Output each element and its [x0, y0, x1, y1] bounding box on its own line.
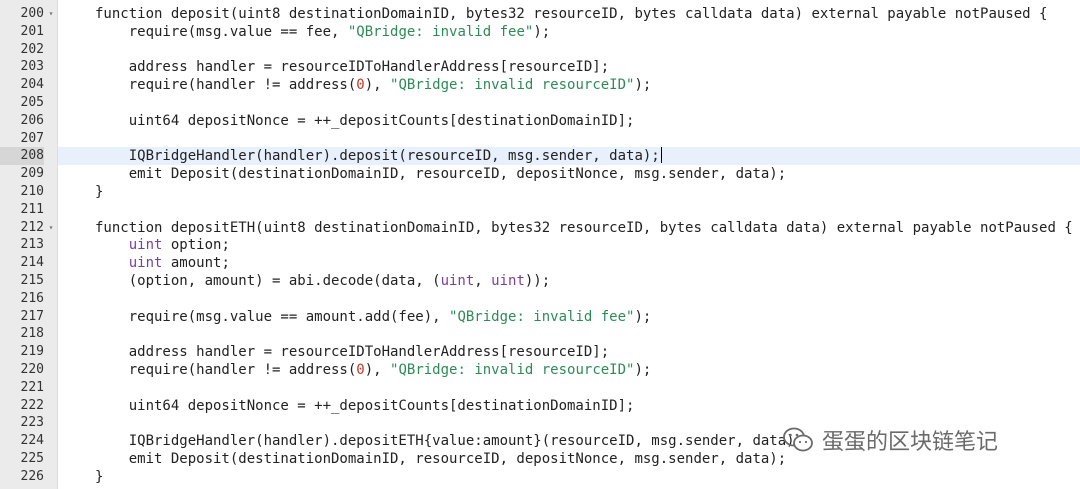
line-number: 205 — [20, 95, 44, 110]
code-line[interactable]: 218 — [0, 325, 1080, 343]
code-text: uint amount; — [128, 255, 230, 272]
code-line[interactable]: 223 — [0, 414, 1080, 432]
line-number: 211 — [20, 201, 44, 217]
line-number: 209 — [20, 166, 44, 182]
code-line[interactable]: 206 uint64 depositNonce = ++_depositCoun… — [0, 112, 1080, 130]
line-number: 201 — [20, 23, 44, 39]
code-line[interactable]: 224 IQBridgeHandler(handler).depositETH{… — [0, 432, 1080, 450]
code-line[interactable]: 221 — [0, 379, 1080, 397]
code-text: } — [95, 184, 104, 200]
code-text — [58, 379, 1080, 397]
code-text: uint option; — [128, 237, 230, 254]
code-text: require(handler != address(0), "QBridge:… — [95, 77, 652, 94]
line-number: 221 — [20, 379, 44, 395]
line-number: 202 — [20, 41, 44, 57]
code-line[interactable]: 212 ▾ function depositETH(uint8 destinatio… — [0, 219, 1080, 237]
code-text — [58, 201, 1080, 219]
code-text: } — [95, 468, 104, 485]
code-text — [58, 325, 1080, 343]
text-cursor — [660, 147, 662, 164]
line-number: 220 — [20, 362, 44, 377]
code-line[interactable]: 203 address handler = resourceIDToHandle… — [0, 58, 1080, 76]
code-text — [58, 130, 1080, 148]
line-number: 210 — [20, 184, 44, 199]
code-text: require(msg.value == amount.add(fee), "Q… — [95, 308, 652, 325]
code-line[interactable]: 220 require(handler != address(0), "QBri… — [0, 361, 1080, 379]
line-number: 218 — [20, 326, 44, 342]
code-text — [58, 290, 1080, 308]
code-line[interactable]: 213 uint option; — [0, 236, 1080, 254]
code-text: emit Deposit(destinationDomainID, resour… — [95, 451, 787, 467]
code-text: emit Deposit(destinationDomainID, resour… — [95, 166, 787, 183]
code-line[interactable]: 207 — [0, 130, 1080, 148]
line-number: 203 — [20, 59, 44, 75]
code-text: uint64 depositNonce = ++_depositCounts[d… — [95, 397, 635, 414]
code-text: uint64 depositNonce = ++_depositCounts[d… — [95, 112, 635, 129]
line-number: 208 — [0, 147, 44, 166]
code-text: function deposit(uint8 destinationDomain… — [95, 6, 1048, 22]
line-number: 222 — [20, 397, 44, 413]
line-number: 219 — [20, 344, 44, 360]
line-number: 200 — [20, 6, 44, 21]
code-text: require(msg.value == fee, "QBridge: inva… — [95, 23, 551, 40]
code-line[interactable]: 209 emit Deposit(destinationDomainID, re… — [0, 165, 1080, 183]
code-line[interactable]: 204 require(handler != address(0), "QBri… — [0, 76, 1080, 94]
code-text — [58, 94, 1080, 112]
line-number: 216 — [20, 290, 44, 306]
line-number: 224 — [20, 433, 44, 449]
fold-arrow-icon[interactable]: ▾ — [48, 222, 54, 232]
line-number: 226 — [20, 468, 44, 484]
line-number: 212 — [20, 219, 44, 235]
code-line[interactable]: 210} — [0, 183, 1080, 201]
line-number: 223 — [20, 415, 44, 431]
code-line[interactable]: 200 ▾ function deposit(uint8 destinationDo… — [0, 5, 1080, 23]
code-text — [58, 41, 1080, 59]
code-line[interactable]: 205 — [0, 94, 1080, 112]
code-text: require(handler != address(0), "QBridge:… — [95, 362, 652, 378]
code-line[interactable]: 201 require(msg.value == fee, "QBridge: … — [0, 23, 1080, 41]
line-number: 207 — [20, 130, 44, 146]
code-line[interactable]: 219 address handler = resourceIDToHandle… — [0, 343, 1080, 361]
watermark: 蛋蛋的区块链笔记 — [782, 422, 998, 458]
code-line[interactable]: 226} — [0, 468, 1080, 486]
code-line[interactable]: 225 emit Deposit(destinationDomainID, re… — [0, 450, 1080, 468]
code-line[interactable]: 216 — [0, 290, 1080, 308]
line-number: 217 — [20, 308, 44, 324]
fold-arrow-icon[interactable]: ▾ — [48, 9, 54, 18]
wechat-icon — [783, 427, 813, 452]
line-number-gutter — [0, 0, 58, 489]
code-text: (option, amount) = abi.decode(data, (uin… — [95, 273, 551, 289]
watermark-text: 蛋蛋的区块链笔记 — [822, 430, 999, 455]
code-line[interactable]: 214 uint amount; — [0, 254, 1080, 272]
code-text: function depositETH(uint8 destinationDom… — [95, 219, 1073, 236]
code-text: IQBridgeHandler(handler).depositETH{valu… — [95, 433, 804, 450]
code-line[interactable]: 215 (option, amount) = abi.decode(data, … — [0, 272, 1080, 290]
line-number: 204 — [20, 77, 44, 93]
code-text: IQBridgeHandler(handler).deposit(resourc… — [58, 147, 1080, 166]
code-line[interactable]: 208 IQBridgeHandler(handler).deposit(res… — [0, 147, 1080, 166]
code-line[interactable]: 222 uint64 depositNonce = ++_depositCoun… — [0, 397, 1080, 415]
line-number: 215 — [20, 273, 44, 288]
code-line[interactable]: 217 require(msg.value == amount.add(fee)… — [0, 308, 1080, 326]
line-number: 214 — [20, 255, 44, 271]
line-number: 225 — [20, 451, 44, 466]
line-number: 213 — [20, 237, 44, 253]
code-text: address handler = resourceIDToHandlerAdd… — [95, 59, 610, 76]
code-line[interactable]: 211 — [0, 201, 1080, 219]
code-text: address handler = resourceIDToHandlerAdd… — [95, 344, 610, 361]
code-line[interactable]: 202 — [0, 41, 1080, 59]
line-number: 206 — [20, 112, 44, 128]
